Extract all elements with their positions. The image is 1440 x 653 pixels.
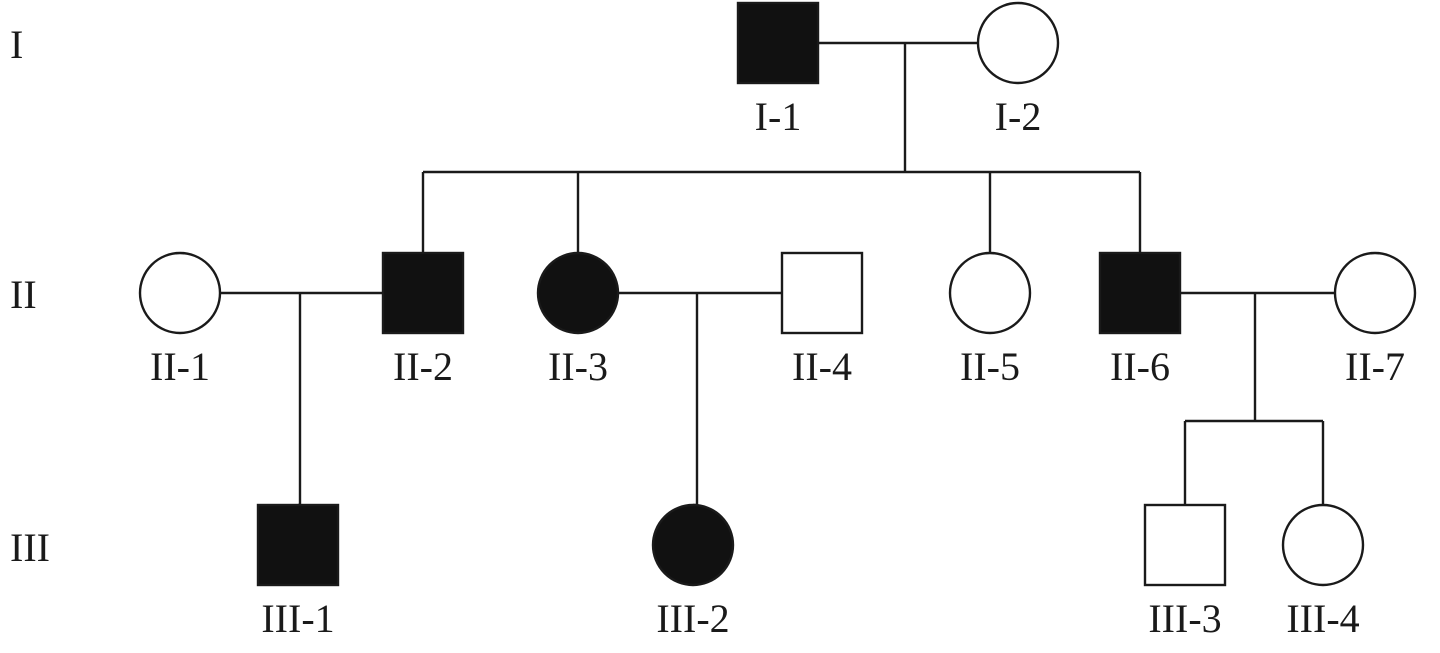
individual-II-7: II-7 — [1333, 251, 1417, 389]
individual-III-2: III-2 — [651, 503, 735, 641]
mating-II-1-II-2 — [220, 291, 383, 507]
individual-I-1: I-1 — [736, 1, 820, 139]
individual-III-4: III-4 — [1281, 503, 1365, 641]
affected-male-square — [736, 1, 820, 85]
individual-label: I-2 — [995, 94, 1042, 139]
generation-labels: I II III — [10, 22, 50, 570]
individual-II-4: II-4 — [780, 251, 864, 389]
individual-label: II-7 — [1345, 344, 1405, 389]
generation-label-2: II — [10, 272, 37, 317]
mating-II-6-II-7 — [1180, 291, 1335, 505]
individual-label: II-5 — [960, 344, 1020, 389]
individual-label: II-6 — [1110, 344, 1170, 389]
mating-II-3-II-4 — [618, 291, 782, 507]
mating-I-1-I-2 — [421, 41, 1142, 253]
individual-II-1: II-1 — [138, 251, 222, 389]
individual-label: III-4 — [1286, 596, 1359, 641]
individual-label: III-3 — [1148, 596, 1221, 641]
individual-III-1: III-1 — [256, 503, 340, 641]
individual-label: II-1 — [150, 344, 210, 389]
individual-II-2: II-2 — [381, 251, 465, 389]
individual-label: III-2 — [656, 596, 729, 641]
affected-male-square — [256, 503, 340, 587]
individual-label: III-1 — [261, 596, 334, 641]
individual-label: II-2 — [393, 344, 453, 389]
unaffected-female-circle — [976, 1, 1060, 85]
individual-II-5: II-5 — [948, 251, 1032, 389]
unaffected-female-circle — [1333, 251, 1417, 335]
unaffected-female-circle — [138, 251, 222, 335]
unaffected-female-circle — [948, 251, 1032, 335]
individual-III-3: III-3 — [1143, 503, 1227, 641]
individual-label: II-3 — [548, 344, 608, 389]
unaffected-female-circle — [1281, 503, 1365, 587]
individual-label: II-4 — [792, 344, 852, 389]
affected-female-circle — [651, 503, 735, 587]
unaffected-male-square — [1143, 503, 1227, 587]
individual-II-3: II-3 — [536, 251, 620, 389]
generation-label-1: I — [10, 22, 23, 67]
individual-II-6: II-6 — [1098, 251, 1182, 389]
affected-male-square — [381, 251, 465, 335]
affected-male-square — [1098, 251, 1182, 335]
unaffected-male-square — [780, 251, 864, 335]
generation-label-3: III — [10, 525, 50, 570]
affected-female-circle — [536, 251, 620, 335]
individual-label: I-1 — [755, 94, 802, 139]
individual-I-2: I-2 — [976, 1, 1060, 139]
